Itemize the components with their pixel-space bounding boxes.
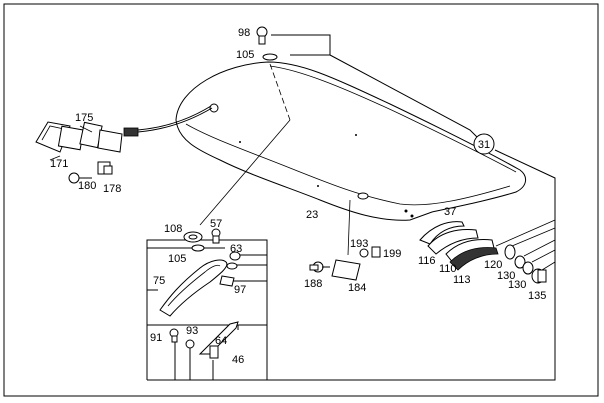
nut-193	[359, 248, 369, 258]
label-93: 93	[186, 325, 198, 337]
washer-105-box	[191, 244, 205, 252]
trim-113	[449, 247, 499, 271]
screw-91	[169, 328, 179, 343]
clip-178	[97, 161, 113, 175]
part-199	[371, 246, 381, 258]
label-98: 98	[238, 27, 250, 39]
plate-184	[331, 259, 361, 281]
label-105-box: 105	[168, 253, 186, 265]
label-91: 91	[150, 332, 162, 344]
screw-188	[309, 261, 324, 273]
washer-105-top	[262, 53, 278, 61]
label-171: 171	[50, 158, 68, 170]
label-130b: 130	[508, 279, 526, 291]
nut-63	[229, 251, 241, 261]
label-57: 57	[210, 218, 222, 230]
clip-46	[209, 345, 219, 359]
leader-to-31	[329, 54, 479, 139]
trim-116	[427, 229, 479, 255]
screw-98	[256, 26, 268, 45]
washer-130a	[514, 255, 526, 269]
screw-180	[68, 172, 92, 184]
label-23: 23	[306, 209, 318, 221]
screw-57	[211, 228, 221, 244]
washer-120	[504, 244, 516, 260]
washer-130b	[522, 261, 534, 275]
knob-135	[531, 268, 547, 284]
label-37: 37	[444, 206, 456, 218]
diagram-frame	[3, 3, 599, 397]
label-46: 46	[232, 354, 244, 366]
lamp-171	[35, 105, 213, 153]
trim-37	[419, 221, 465, 245]
label-130a: 130	[497, 270, 515, 282]
washer-93	[185, 339, 195, 349]
cover-23	[175, 61, 526, 221]
callout-31-label: 31	[478, 139, 490, 151]
clip-97	[219, 275, 235, 287]
bracket-box	[146, 239, 268, 380]
label-97: 97	[234, 284, 246, 296]
callout-31: 31	[473, 133, 495, 155]
label-120: 120	[484, 259, 502, 271]
label-193: 193	[350, 238, 368, 250]
label-75: 75	[153, 275, 165, 287]
label-110: 110	[439, 263, 457, 275]
label-113: 113	[453, 274, 471, 286]
label-108: 108	[164, 223, 182, 235]
label-178: 178	[103, 183, 121, 195]
label-135: 135	[528, 290, 546, 302]
label-199: 199	[383, 248, 401, 260]
label-180: 180	[78, 180, 96, 192]
label-116: 116	[418, 255, 436, 267]
label-63: 63	[230, 243, 242, 255]
label-175: 175	[75, 112, 93, 124]
label-105-top: 105	[236, 49, 254, 61]
label-64: 64	[215, 335, 227, 347]
label-184: 184	[348, 282, 366, 294]
bracket-75	[159, 259, 228, 317]
leader-98-105	[271, 34, 331, 56]
leader-31-frame	[147, 149, 556, 381]
label-188: 188	[304, 278, 322, 290]
